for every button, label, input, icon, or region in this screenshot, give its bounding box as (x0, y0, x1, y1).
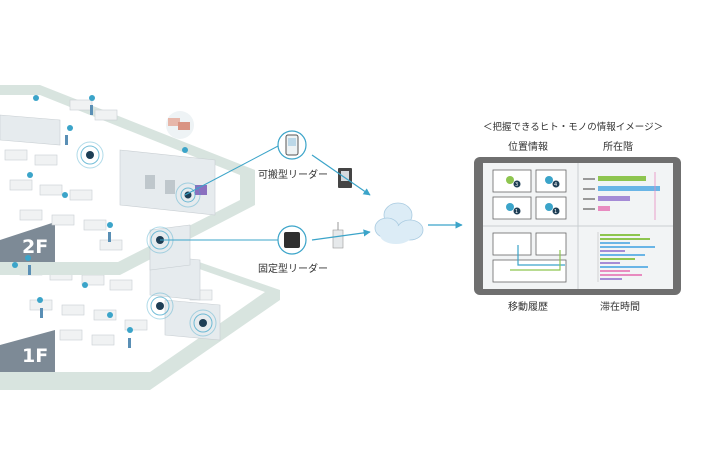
panel-title-position: 位置情報 (508, 140, 548, 153)
floor-1f-tag (0, 330, 55, 372)
signal-icon-2f-a (76, 141, 104, 169)
fixed-reader-label: 固定型リーダー (258, 262, 328, 275)
person-figures (28, 105, 131, 348)
box-stack (166, 111, 194, 139)
floor-2f (0, 85, 255, 275)
location-bar-chart (583, 172, 660, 220)
panel-title-location: 所在階 (603, 141, 633, 153)
arrow-fixed-to-cloud (311, 229, 371, 241)
gateway-router-icon (332, 222, 344, 249)
panel-title-movement: 移動履歴 (508, 300, 548, 313)
map-pin-icon: 3 (506, 176, 521, 188)
floor-label-1f: 1F (22, 345, 48, 367)
map-pin-count: 1 (554, 209, 557, 215)
cloud-icon (374, 202, 424, 244)
map-pin-icon: 1 (506, 203, 521, 215)
map-pin-icon: 1 (545, 203, 560, 215)
dwell-bar-chart (597, 232, 655, 282)
arrow-portable-to-cloud (311, 154, 371, 196)
movement-map (492, 232, 567, 283)
map-pin-icon: 4 (545, 176, 560, 188)
map-pin-count: 4 (554, 182, 557, 188)
fixed-reader-icon (277, 225, 307, 255)
callout-portable (184, 144, 281, 196)
map-pin-count: 3 (515, 182, 518, 188)
signal-icon-2f-c (175, 182, 201, 208)
dashboard-caption: ＜把握できるヒト・モノの情報イメージ＞ (483, 121, 663, 133)
portable-reader-label: 可搬型リーダー (258, 168, 328, 181)
signal-icon-1f-b (189, 309, 217, 337)
map-pin-count: 1 (515, 209, 518, 215)
portable-reader-icon (277, 130, 307, 160)
location-pins (12, 95, 188, 333)
signal-icon-1f-a (146, 292, 174, 320)
panel-title-dwell: 滞在時間 (600, 301, 640, 313)
floor-2f-tag (0, 222, 55, 262)
floor-label-2f: 2F (22, 236, 48, 258)
